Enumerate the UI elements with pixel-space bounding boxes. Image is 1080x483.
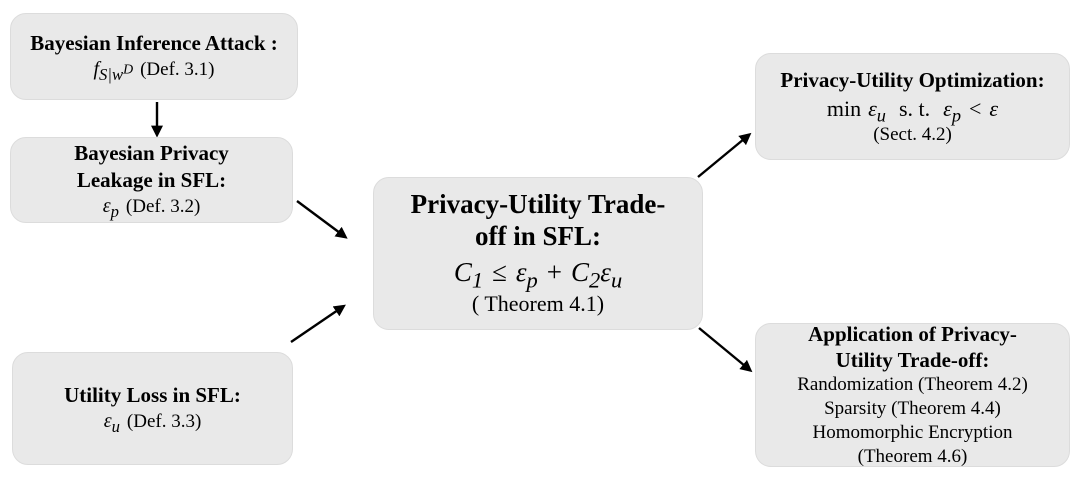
arrow-tradeoff-to-application — [698, 327, 753, 373]
tradeoff-title-line2: off in SFL: — [474, 220, 601, 251]
application-title-line1: Application of Privacy- — [808, 322, 1017, 347]
application-title-line2: Utility Trade-off: — [835, 348, 990, 373]
attack-title: Bayesian Inference Attack : — [30, 30, 278, 55]
epsilon-p-subscript: p — [526, 266, 538, 292]
tradeoff-title-line1: Privacy-Utility Trade- — [410, 188, 666, 219]
formula-script-d: D — [123, 62, 134, 78]
optimization-ref: (Sect. 4.2) — [873, 124, 952, 146]
leakage-formula: εp (Def. 3.2) — [103, 193, 201, 220]
leakage-title-line2: Leakage in SFL: — [76, 167, 227, 192]
application-item-randomization: Randomization (Theorem 4.2) — [797, 374, 1028, 396]
box-bayesian-inference-attack: Bayesian Inference Attack : fS|wD (Def. 3… — [10, 13, 298, 100]
box-application-of-tradeoff: Application of Privacy- Utility Trade-of… — [755, 322, 1070, 467]
epsilon-symbol: ε — [102, 194, 111, 217]
tradeoff-formula: C1≤εp+C2εu — [453, 255, 623, 292]
epsilon-u-subscript: u — [876, 105, 886, 125]
epsilon-u-subscript: u — [610, 266, 623, 292]
subject-to-label: s. t. — [898, 95, 931, 121]
utility-title: Utility Loss in SFL: — [64, 382, 241, 407]
min-operator: min — [826, 95, 862, 121]
application-item-homomorphic-encryption: Homomorphic Encryption (Theorem 4.6) — [812, 422, 1013, 467]
formula-f-subscript: S|wD — [99, 62, 134, 85]
plus-operator: + — [546, 256, 563, 287]
application-item-sparsity: Sparsity (Theorem 4.4) — [824, 398, 1001, 420]
epsilon-symbol: ε — [103, 410, 112, 433]
epsilon-u-symbol: ε — [600, 256, 611, 287]
epsilon-p-symbol: ε — [515, 256, 527, 287]
epsilon-u-symbol: ε — [868, 95, 877, 121]
c1-symbol: C — [453, 256, 472, 287]
utility-ref: (Def. 3.3) — [126, 411, 202, 433]
less-than-operator: < — [969, 95, 982, 121]
leq-operator: ≤ — [492, 256, 507, 287]
attack-formula: fS|wD (Def. 3.1) — [93, 56, 214, 83]
leakage-ref: (Def. 3.2) — [125, 195, 201, 217]
c2-subscript: 2 — [589, 266, 601, 292]
epsilon-p-subscript: p — [951, 105, 961, 125]
box-privacy-utility-tradeoff: Privacy-Utility Trade- off in SFL: C1≤εp… — [373, 177, 703, 330]
epsilon-p-symbol: ε — [943, 95, 952, 121]
formula-f-symbol: f — [93, 58, 100, 81]
attack-ref: (Def. 3.1) — [140, 59, 215, 81]
formula-subscript-text: S|w — [99, 65, 124, 85]
utility-formula: εu (Def. 3.3) — [104, 408, 202, 435]
box-bayesian-privacy-leakage: Bayesian Privacy Leakage in SFL: εp (Def.… — [10, 137, 293, 223]
optimization-title: Privacy-Utility Optimization: — [780, 67, 1045, 92]
leakage-title-line1: Bayesian Privacy — [74, 141, 229, 166]
epsilon-subscript: p — [110, 201, 119, 221]
arrow-leakage-to-tradeoff — [296, 200, 348, 239]
arrow-tradeoff-to-optimization — [697, 132, 752, 178]
epsilon-symbol: ε — [989, 95, 999, 121]
arrow-utility-to-tradeoff — [290, 304, 346, 343]
c2-symbol: C — [571, 256, 590, 287]
tradeoff-ref: ( Theorem 4.1) — [471, 290, 605, 316]
c1-subscript: 1 — [471, 266, 484, 292]
box-utility-loss: Utility Loss in SFL: εu (Def. 3.3) — [12, 352, 293, 465]
epsilon-subscript: u — [111, 417, 120, 437]
